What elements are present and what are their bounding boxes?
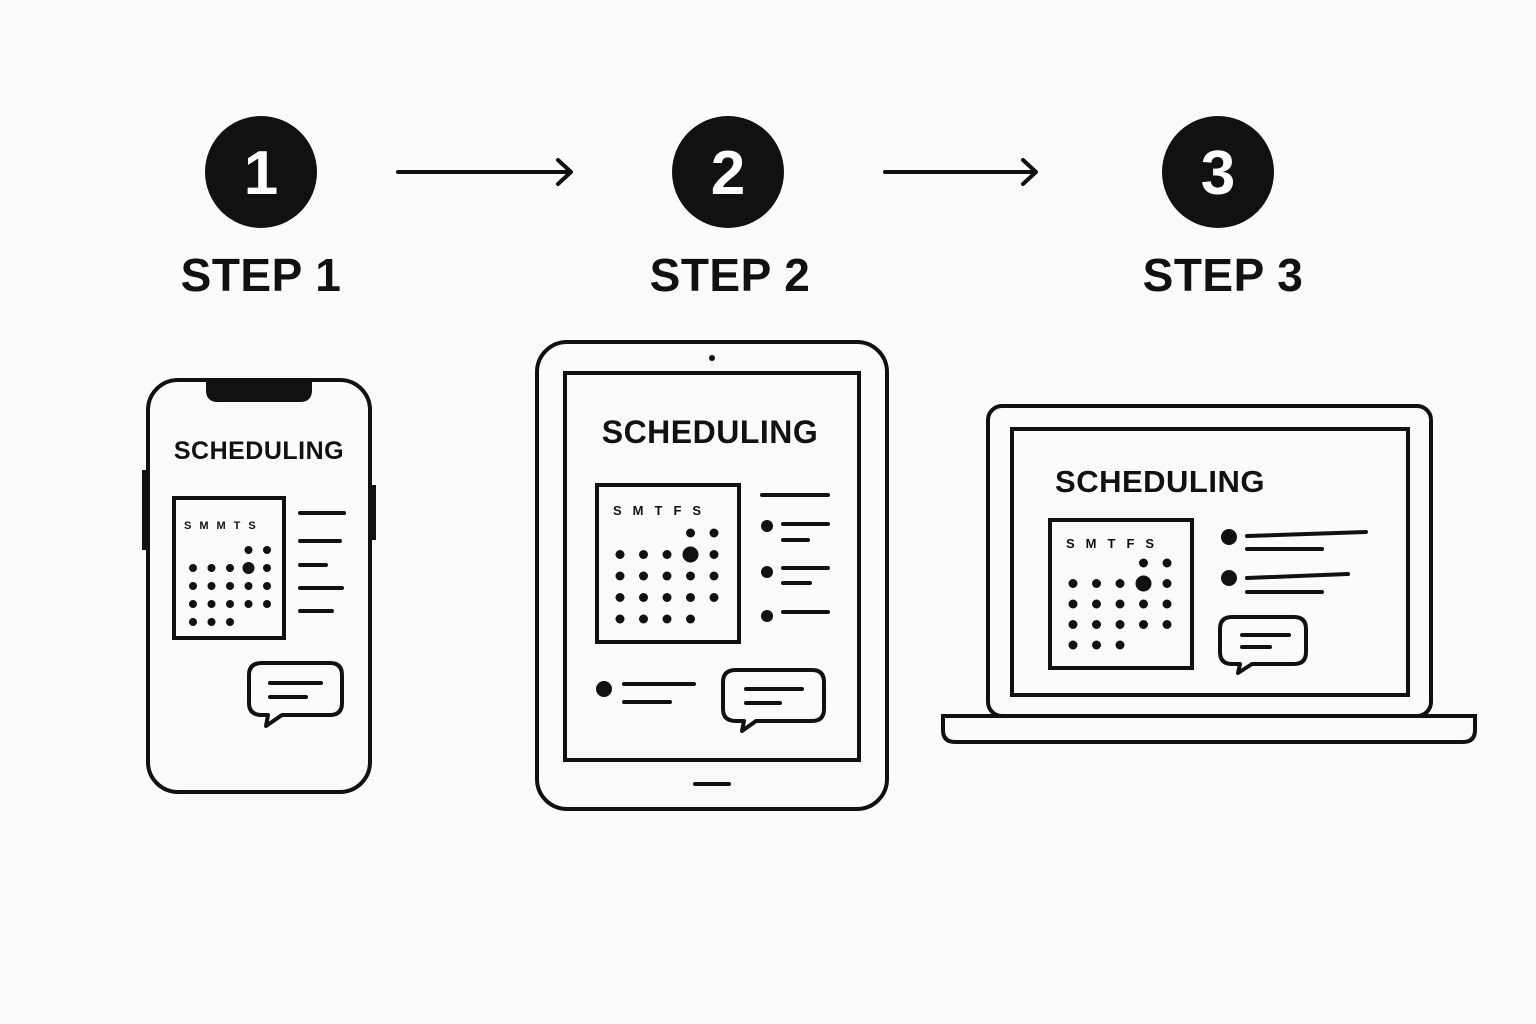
laptop-weekday-header: SMTFS	[1066, 536, 1166, 551]
date-dot	[615, 614, 625, 624]
date-dot	[244, 600, 253, 608]
chat-bubble-icon	[1218, 615, 1308, 675]
date-dot	[244, 546, 253, 554]
date-dot	[1092, 599, 1101, 609]
date-dot	[189, 600, 197, 608]
tablet-screen-title: SCHEDULING	[601, 414, 819, 450]
date-dot	[189, 582, 197, 590]
laptop-calendar-icon	[1048, 518, 1194, 670]
date-dot	[1139, 558, 1148, 568]
step-1-label: STEP 1	[180, 249, 342, 301]
phone-weekday-header: SMMTS	[184, 520, 264, 532]
date-dot	[686, 571, 695, 581]
date-dot	[1115, 579, 1125, 588]
date-dot	[709, 593, 719, 602]
laptop-list	[1221, 529, 1368, 594]
date-dot	[615, 571, 625, 581]
step-1-number: 1	[244, 139, 278, 208]
date-dot	[1162, 558, 1172, 568]
phone-screen-title: SCHEDULING	[173, 437, 345, 465]
date-dot	[263, 600, 271, 608]
step-3-number: 3	[1201, 139, 1235, 208]
phone-device	[142, 378, 376, 794]
phone-side-button-right	[370, 485, 376, 540]
tablet-calendar-icon	[595, 483, 741, 644]
date-dot	[686, 528, 695, 538]
date-dot	[1092, 620, 1101, 629]
date-dot	[639, 550, 648, 559]
date-dot	[226, 564, 234, 572]
date-dot	[1139, 620, 1148, 629]
step-2-label: STEP 2	[649, 249, 811, 301]
selected-date-dot	[1135, 575, 1152, 592]
date-dot	[1092, 579, 1101, 588]
phone-side-button-left	[142, 470, 148, 550]
arrow-right-icon	[883, 158, 1038, 186]
arrow-right-icon	[396, 158, 573, 186]
date-dot	[709, 571, 719, 581]
date-dot	[226, 600, 234, 608]
date-dot	[1115, 599, 1125, 609]
date-dot	[263, 582, 271, 590]
date-dot	[615, 550, 625, 559]
date-dot	[1115, 640, 1125, 650]
date-dot	[1162, 620, 1172, 629]
phone-notch	[206, 382, 312, 402]
laptop-base	[941, 714, 1477, 744]
date-dot	[1068, 640, 1078, 650]
date-dot	[709, 528, 719, 538]
date-dot	[263, 564, 271, 572]
date-dot	[207, 582, 216, 590]
date-dot	[207, 564, 216, 572]
laptop-device	[941, 404, 1477, 744]
date-dot	[662, 571, 672, 581]
date-dot	[1115, 620, 1125, 629]
tablet-list	[596, 493, 830, 704]
laptop-screen-title: SCHEDULING	[1055, 464, 1265, 499]
step-1-badge: 1	[205, 116, 317, 228]
date-dot	[686, 593, 695, 602]
date-dot	[207, 600, 216, 608]
date-dot	[662, 614, 672, 624]
date-dot	[189, 618, 197, 626]
date-dot	[1162, 599, 1172, 609]
date-dot	[1162, 579, 1172, 588]
date-dot	[189, 564, 197, 572]
date-dot	[709, 550, 719, 559]
chat-bubble-icon	[247, 661, 344, 728]
date-dot	[1068, 620, 1078, 629]
date-dot	[662, 550, 672, 559]
date-dot	[226, 618, 234, 626]
phone-calendar-icon	[172, 496, 286, 640]
step-3-label: STEP 3	[1142, 249, 1304, 301]
date-dot	[207, 618, 216, 626]
date-dot	[244, 582, 253, 590]
tablet-weekday-header: SMTFS	[613, 503, 713, 518]
tablet-camera	[709, 355, 715, 361]
date-dot	[1068, 599, 1078, 609]
phone-list-lines	[298, 511, 346, 613]
date-dot	[263, 546, 271, 554]
step-2-number: 2	[711, 139, 745, 208]
date-dot	[226, 582, 234, 590]
date-dot	[686, 614, 695, 624]
tablet-device	[535, 340, 889, 811]
date-dot	[1068, 579, 1078, 588]
date-dot	[615, 593, 625, 602]
date-dot	[662, 593, 672, 602]
date-dot	[1139, 599, 1148, 609]
step-3-badge: 3	[1162, 116, 1274, 228]
chat-bubble-icon	[721, 668, 826, 733]
selected-date-dot	[682, 546, 699, 563]
date-dot	[639, 593, 648, 602]
date-dot	[1092, 640, 1101, 650]
step-2-badge: 2	[672, 116, 784, 228]
date-dot	[639, 614, 648, 624]
selected-date-dot	[242, 562, 255, 574]
date-dot	[639, 571, 648, 581]
